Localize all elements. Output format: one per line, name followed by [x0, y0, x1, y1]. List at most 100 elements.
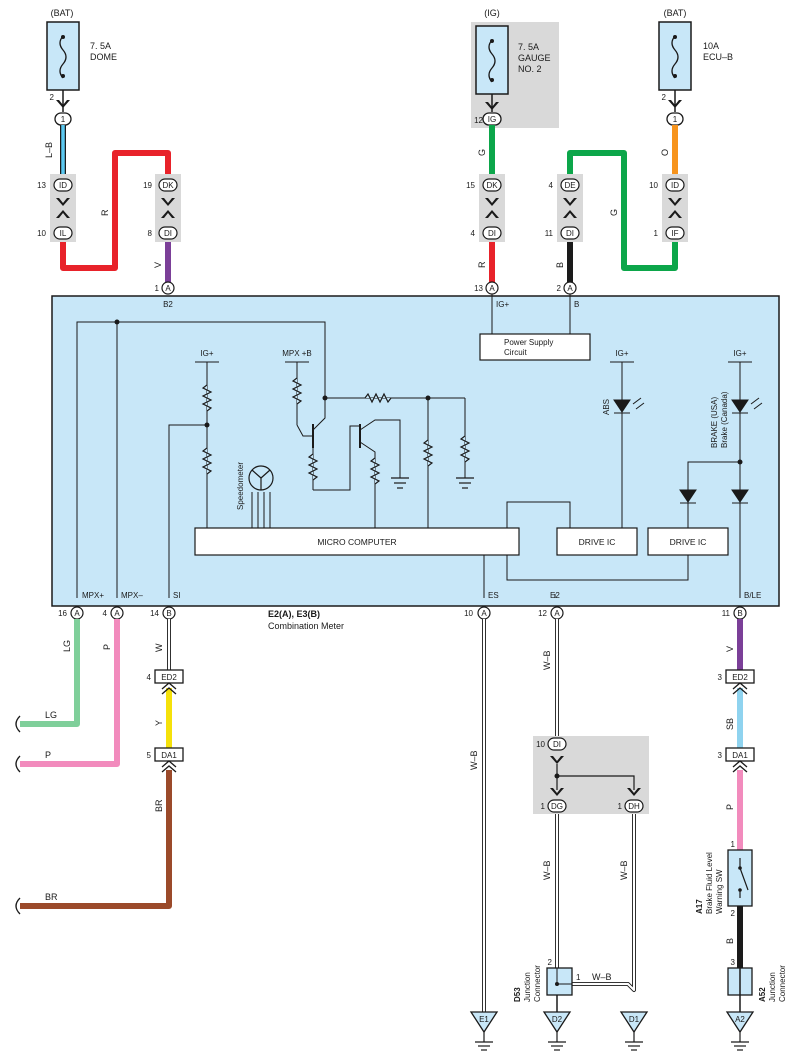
- j3-top-pin: 15: [466, 181, 475, 190]
- micro-computer-label: MICRO COMPUTER: [317, 537, 396, 547]
- wire-label-lb: L–B: [44, 142, 54, 158]
- dh-name: DH: [628, 802, 640, 811]
- diode-icons: [679, 489, 749, 504]
- ed2-right-name: ED2: [732, 673, 748, 682]
- top-pin-2-conn: A: [567, 284, 573, 293]
- meter-bottom-pins: MPX+ MPX– SI ES E2 B/LE A 16 A 4 B 14 A …: [58, 591, 761, 620]
- wire-label-o: O: [660, 149, 670, 156]
- a17-pin2: 2: [731, 909, 736, 918]
- a17-name2: Warning SW: [715, 869, 724, 914]
- wire-label-y: Y: [154, 720, 164, 726]
- power-supply-box: Power Supply Circuit: [479, 333, 591, 361]
- top-pin-1-num: 1: [155, 284, 160, 293]
- drive-ic-box-1: DRIVE IC: [556, 527, 638, 556]
- j3-bot-pin: 4: [471, 229, 476, 238]
- wire-label-wb4: W–B: [619, 860, 629, 880]
- ground-points: E1 D2 D1 A2: [469, 1011, 755, 1051]
- dg-name: DG: [551, 802, 563, 811]
- ed2-right-pin: 3: [718, 673, 723, 682]
- ground-icons: [391, 477, 474, 489]
- pin-11-label: B/LE: [744, 591, 761, 600]
- a52-id: A52: [758, 987, 767, 1002]
- a17-pin1: 1: [731, 840, 736, 849]
- fuse-dome-conn: 1: [61, 115, 66, 124]
- fuse-gauge: (IG) 7. 5A GAUGE NO. 2: [471, 8, 559, 128]
- wire-label-wb3: W–B: [542, 860, 552, 880]
- fuse-dome-source: (BAT): [51, 8, 74, 18]
- ground-d2-icon: D2: [542, 1011, 572, 1051]
- fuse-gauge-conn: IG: [488, 115, 496, 124]
- wire-label-g1: G: [477, 149, 487, 156]
- j2-bot: DI: [164, 229, 172, 238]
- led-icons: [613, 397, 763, 414]
- drive-ic-box-2: DRIVE IC: [647, 527, 729, 556]
- j5-top-pin: 10: [649, 181, 658, 190]
- d53-name2: Connector: [533, 965, 542, 1002]
- meter-internal-lines: [76, 294, 752, 598]
- j3-bot: DI: [488, 229, 496, 238]
- pin-11-num: 11: [722, 609, 731, 618]
- lower-wire-labels: LG LG P P W Y BR BR W–B W–B W–B W–B W–B …: [45, 640, 735, 982]
- pin-12-conn: A: [554, 609, 560, 618]
- fuse-ecub: (BAT) 10A ECU–B: [658, 8, 733, 91]
- ground-e1-icon: E1: [469, 1011, 499, 1051]
- drive-ic-label-1: DRIVE IC: [579, 537, 616, 547]
- igp-label-2: IG+: [615, 349, 628, 358]
- wire-label-p3: P: [725, 804, 735, 810]
- wire-label-v1: V: [153, 262, 163, 268]
- brake-usa-label: BRAKE (USA): [710, 397, 719, 448]
- wire-label-w: W: [154, 643, 164, 652]
- igp-label-1: IG+: [200, 349, 213, 358]
- pin-14-conn: B: [166, 609, 171, 618]
- junction-dots: [114, 319, 743, 465]
- j4-bot-pin: 11: [545, 229, 554, 238]
- ground-d1-label: D1: [629, 1015, 640, 1024]
- connector-ed2-left: ED2 4: [147, 669, 184, 695]
- j2-top-pin: 19: [143, 181, 152, 190]
- fuse-outputs: [62, 90, 676, 112]
- junction-block-di: DI 10 DG 1 DH 1: [533, 736, 649, 814]
- a52-name2: Connector: [778, 965, 787, 1002]
- fuse-dome-rating: 7. 5A: [90, 41, 111, 51]
- power-supply-line1: Power Supply: [504, 338, 553, 347]
- j5-top: ID: [671, 181, 679, 190]
- fuse-gauge-pin: 12: [474, 116, 483, 125]
- chevron-icons: [56, 100, 682, 110]
- j1-top: ID: [59, 181, 67, 190]
- mpxb-label: MPX +B: [282, 349, 312, 358]
- pin-4-num: 4: [103, 609, 108, 618]
- wire-label-wb5: W–B: [592, 972, 612, 982]
- wire-label-wb2: W–B: [542, 650, 552, 670]
- fuse-ecub-rating: 10A: [703, 41, 719, 51]
- wire-label-br1: BR: [154, 799, 164, 812]
- top-pin-2-label: B: [574, 300, 579, 309]
- d53-pin1: 1: [576, 973, 581, 982]
- wire-label-b1: B: [555, 262, 565, 268]
- j3-top: DK: [486, 181, 498, 190]
- junction-j3: DK DI 15 4: [466, 174, 505, 242]
- j4-bot: DI: [566, 229, 574, 238]
- di-name: DI: [553, 740, 561, 749]
- abs-label: ABS: [602, 399, 611, 415]
- top-pin-1-label: B2: [163, 300, 173, 309]
- pin-16-conn: A: [74, 609, 80, 618]
- top-wires: [60, 125, 678, 282]
- wire-label-p2: P: [45, 750, 51, 760]
- fuse-gauge-name1: GAUGE: [518, 53, 551, 63]
- junction-pairs: ID IL 13 10 DK DI 19 8 DK DI 15 4: [37, 174, 688, 242]
- ed2-left-pin: 4: [147, 673, 152, 682]
- pin-12-num: 12: [538, 609, 547, 618]
- junction-j4: DE DI 4 11: [545, 174, 583, 242]
- j2-bot-pin: 8: [148, 229, 153, 238]
- top-pin-13-num: 13: [474, 284, 483, 293]
- fuse-dome-name: DOME: [90, 52, 117, 62]
- wire-label-lg2: LG: [45, 710, 57, 720]
- resistors: [201, 377, 471, 485]
- fuse-dome-pin: 2: [50, 93, 55, 102]
- pin-14-num: 14: [150, 609, 159, 618]
- wire-label-p1: P: [102, 644, 112, 650]
- da1-right-name: DA1: [732, 751, 748, 760]
- pin-16-label: MPX+: [82, 591, 104, 600]
- drive-ic-label-2: DRIVE IC: [670, 537, 707, 547]
- da1-left-pin: 5: [147, 751, 152, 760]
